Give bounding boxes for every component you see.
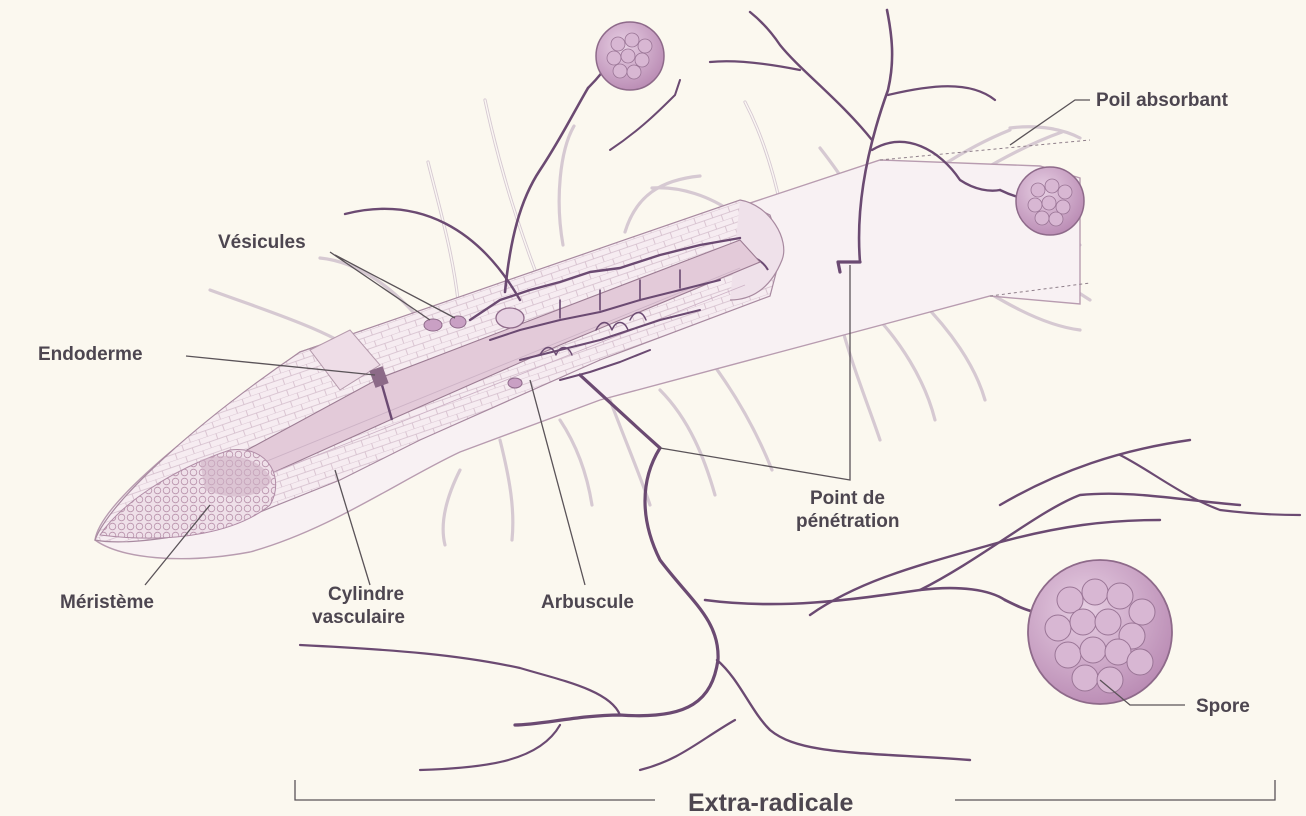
spore-top <box>588 22 664 90</box>
spore-large <box>1005 560 1172 704</box>
label-point-1: Point de <box>810 488 885 509</box>
label-spore: Spore <box>1196 696 1250 717</box>
label-cylindre-1: Cylindre <box>328 584 404 605</box>
label-extra-radicale: Extra-radicale <box>688 789 853 816</box>
label-poil-absorbant: Poil absorbant <box>1096 90 1229 111</box>
label-point-2: pénétration <box>796 511 899 532</box>
label-arbuscule: Arbuscule <box>541 592 634 613</box>
label-endoderme: Endoderme <box>38 344 143 365</box>
label-cylindre-2: vasculaire <box>312 607 405 628</box>
label-vesicules: Vésicules <box>218 232 306 253</box>
label-meristeme: Méristème <box>60 592 154 613</box>
